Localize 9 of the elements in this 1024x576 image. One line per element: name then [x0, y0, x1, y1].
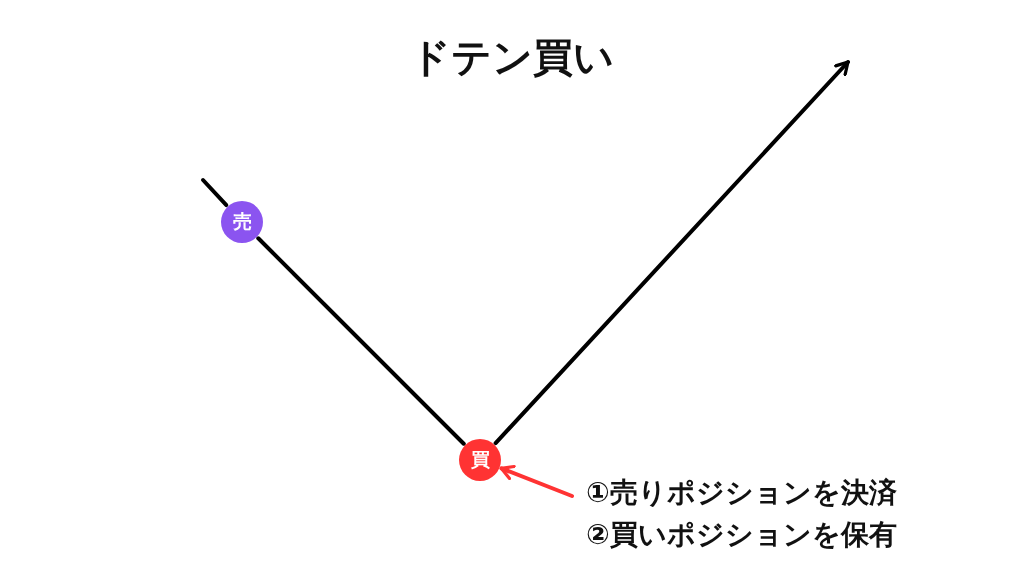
annotation-line: ②買いポジションを保有	[586, 517, 897, 553]
title: ドテン買い	[409, 33, 615, 82]
line	[201, 178, 229, 208]
arrow	[499, 464, 574, 498]
sell-marker: 売	[221, 201, 263, 243]
line	[256, 236, 466, 446]
buy-marker: 買	[459, 439, 501, 481]
annotation-line: ①売りポジションを決済	[586, 475, 897, 511]
arrow	[493, 60, 850, 446]
